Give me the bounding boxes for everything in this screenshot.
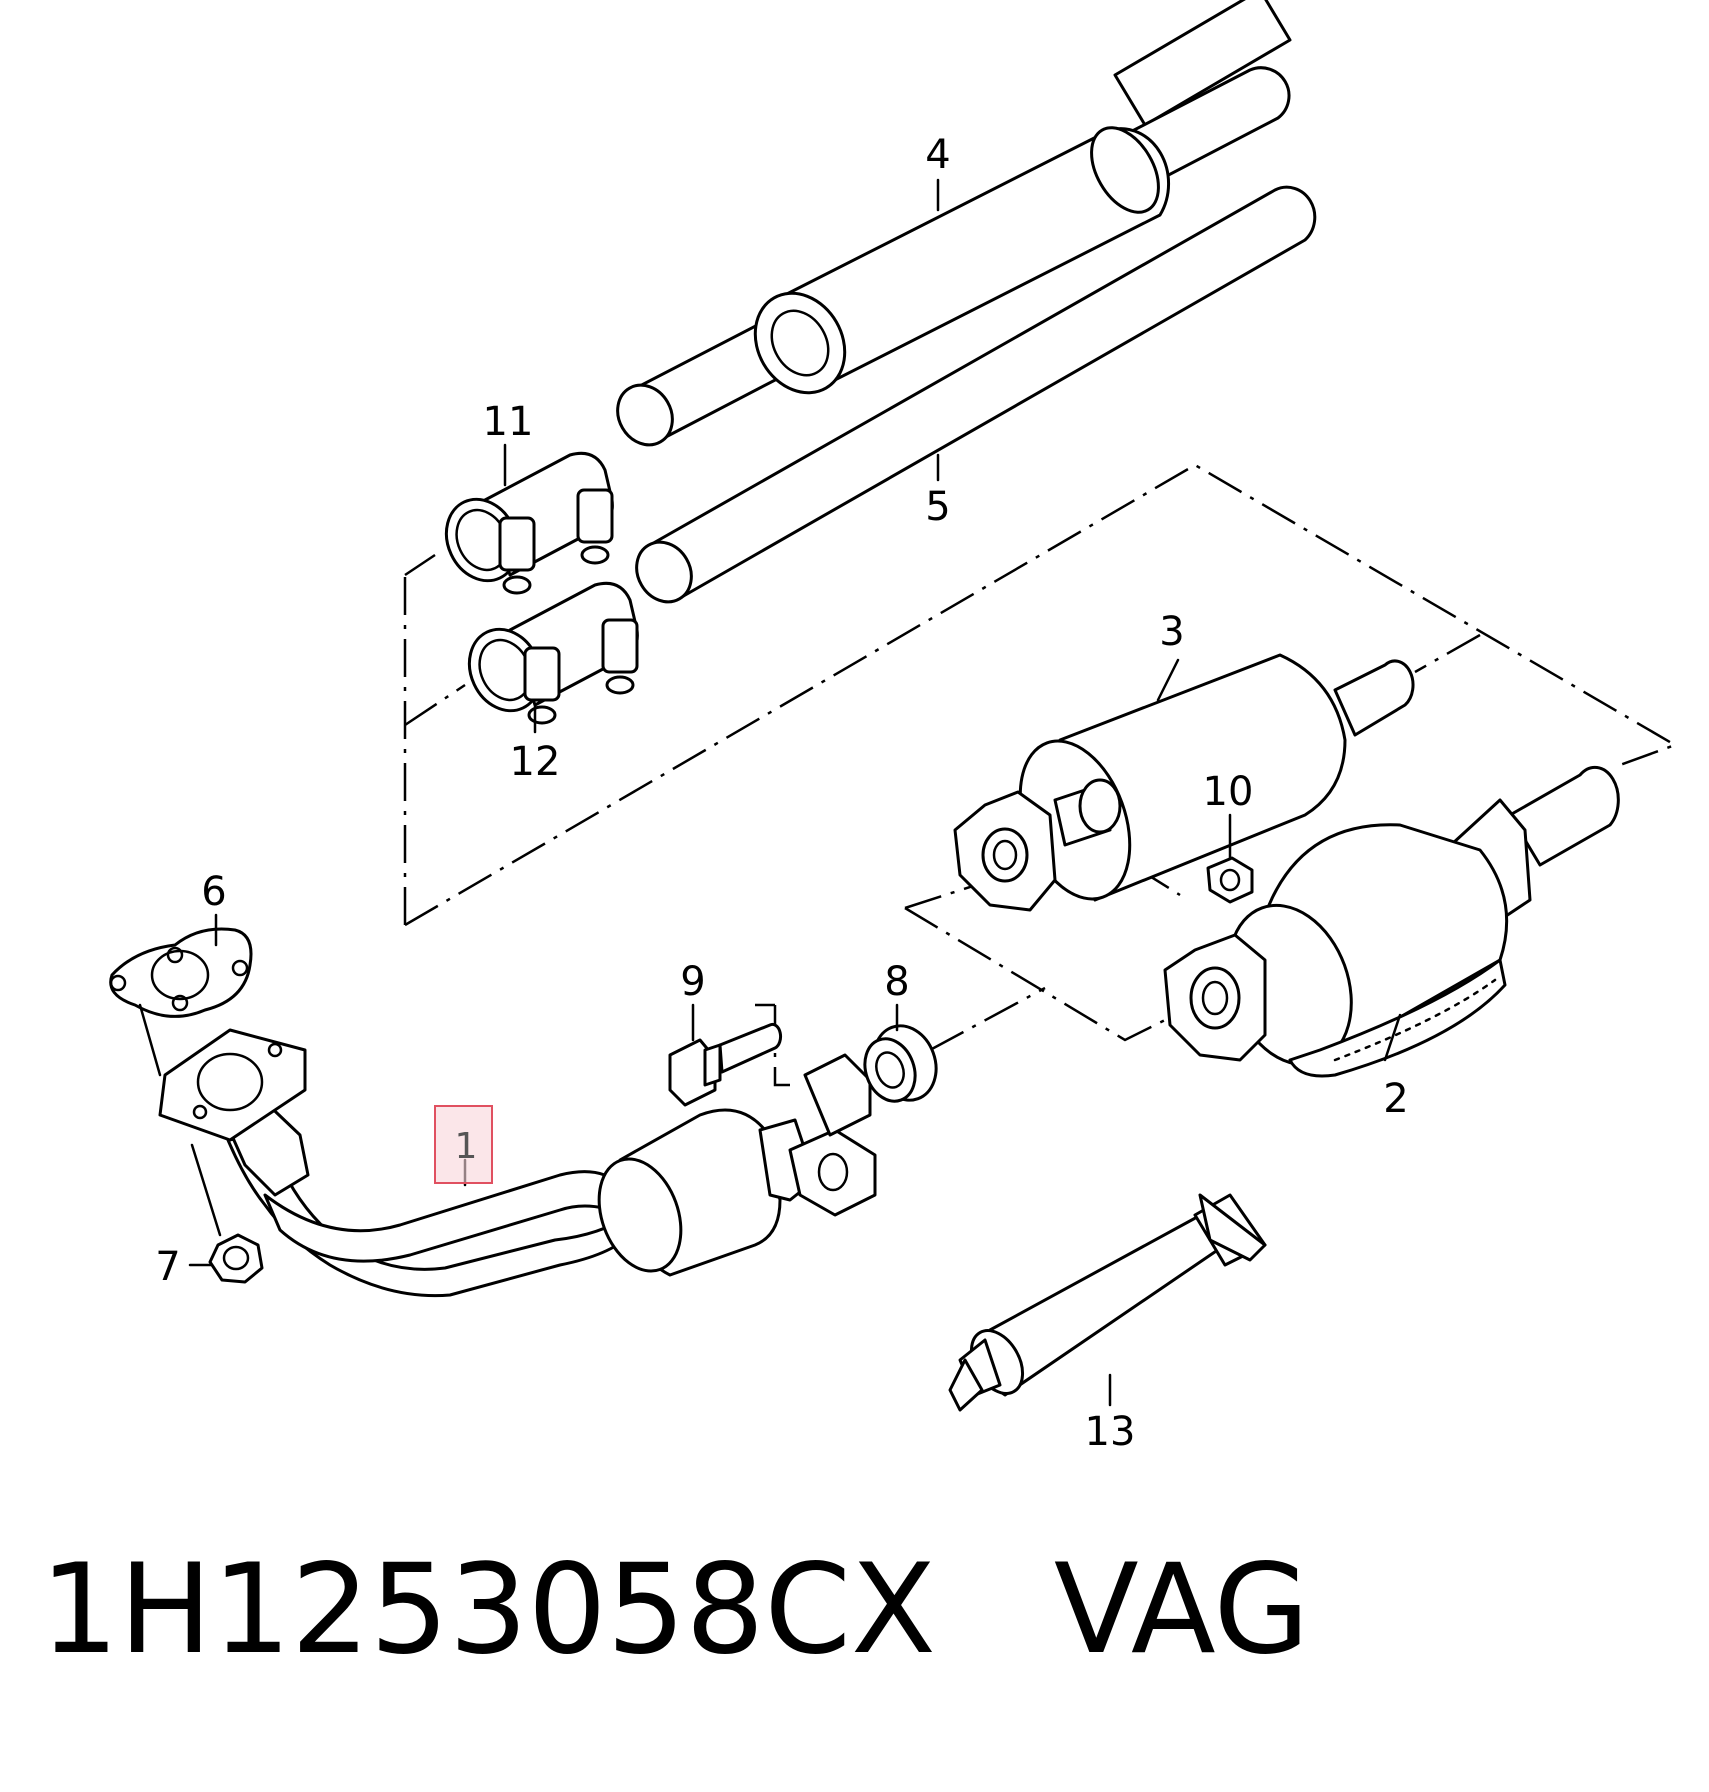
clamp-part-12[interactable]: [456, 581, 639, 725]
part-number: 1H1253058CX: [40, 1538, 936, 1682]
centre-silencer-part-3[interactable]: [953, 653, 1415, 914]
paste-tube-part-13[interactable]: [948, 1193, 1267, 1412]
callout-3[interactable]: 3: [1159, 609, 1184, 655]
brand-name: VAG: [1053, 1538, 1310, 1682]
flange-part-1: [158, 1028, 307, 1142]
callout-2[interactable]: 2: [1383, 1076, 1408, 1122]
callout-1-highlight: [434, 1105, 493, 1184]
callout-8[interactable]: 8: [884, 959, 909, 1005]
callout-6[interactable]: 6: [201, 869, 226, 915]
intermediate-pipe-part-5[interactable]: [626, 185, 1317, 612]
callout-10[interactable]: 10: [1203, 769, 1254, 815]
leader-lines: [188, 178, 1402, 1407]
catalytic-converter-part-2[interactable]: [1163, 765, 1620, 1082]
bolt-part-9[interactable]: [668, 1022, 783, 1107]
callout-11[interactable]: 11: [483, 399, 534, 445]
callout-7[interactable]: 7: [155, 1244, 180, 1290]
nut-part-10[interactable]: [1206, 856, 1254, 904]
front-pipe-part-1[interactable]: [223, 1053, 877, 1298]
sealing-ring-part-8[interactable]: [857, 1017, 947, 1109]
callout-12[interactable]: 12: [510, 739, 561, 785]
assembly-outline-upper: [403, 463, 1678, 927]
rear-muffler-part-4[interactable]: [607, 0, 1292, 455]
footer-caption: 1H1253058CX VAG: [40, 1535, 1310, 1685]
callout-4[interactable]: 4: [925, 132, 950, 178]
callout-1[interactable]: 1: [455, 1126, 478, 1167]
callout-5[interactable]: 5: [925, 484, 950, 530]
callout-13[interactable]: 13: [1085, 1409, 1136, 1455]
gasket-part-6[interactable]: [109, 927, 253, 1077]
callout-9[interactable]: 9: [680, 959, 705, 1005]
clamp-part-11[interactable]: [433, 451, 614, 595]
